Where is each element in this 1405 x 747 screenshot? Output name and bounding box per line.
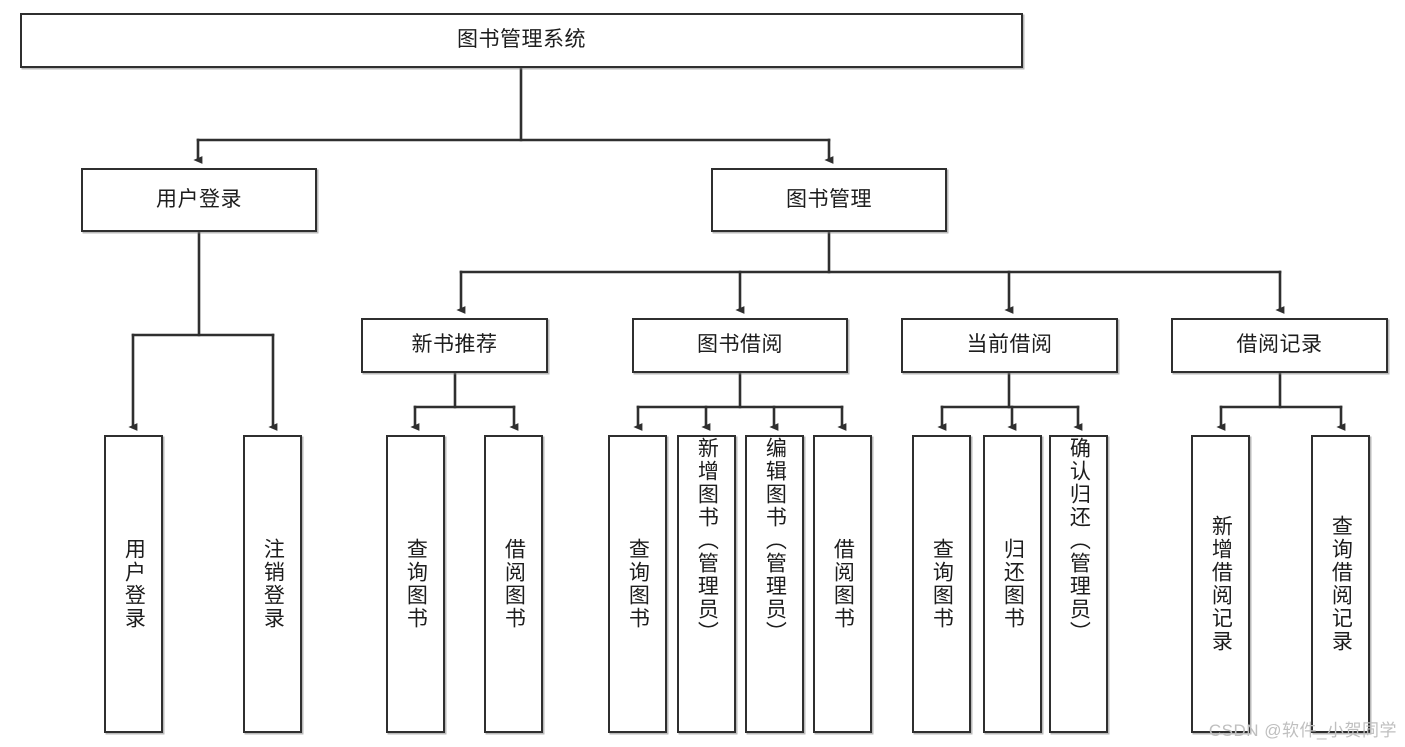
node-leaf-user-login[interactable]: 用户登录	[104, 435, 163, 733]
node-leaf-user-logout-label: 注销登录	[261, 538, 285, 630]
node-leaf-confirm-return-label: 确认归还（管理员）	[1067, 437, 1091, 644]
node-leaf-add-book[interactable]: 新增图书（管理员）	[677, 435, 736, 733]
node-leaf-borrow-book-rec[interactable]: 借阅图书	[484, 435, 543, 733]
node-leaf-add-book-label: 新增图书（管理员）	[695, 437, 719, 644]
node-leaf-query-book-rec[interactable]: 查询图书	[386, 435, 445, 733]
node-new-book-rec[interactable]: 新书推荐	[361, 318, 548, 373]
node-book-borrow[interactable]: 图书借阅	[632, 318, 848, 373]
node-user-login-label: 用户登录	[156, 187, 242, 211]
node-leaf-borrow-book[interactable]: 借阅图书	[813, 435, 872, 733]
node-user-login[interactable]: 用户登录	[81, 168, 317, 232]
node-leaf-query-book-cur[interactable]: 查询图书	[912, 435, 971, 733]
node-root-label: 图书管理系统	[457, 28, 586, 52]
node-book-manage[interactable]: 图书管理	[711, 168, 947, 232]
node-borrow-record-label: 借阅记录	[1236, 333, 1323, 357]
node-root[interactable]: 图书管理系统	[20, 13, 1023, 68]
node-leaf-add-record[interactable]: 新增借阅记录	[1191, 435, 1250, 733]
node-leaf-return-book-label: 归还图书	[1001, 538, 1025, 630]
node-leaf-query-book[interactable]: 查询图书	[608, 435, 667, 733]
node-leaf-confirm-return[interactable]: 确认归还（管理员）	[1049, 435, 1108, 733]
node-leaf-edit-book[interactable]: 编辑图书（管理员）	[745, 435, 804, 733]
node-leaf-return-book[interactable]: 归还图书	[983, 435, 1042, 733]
csdn-watermark: CSDN @软件_小贺同学	[1208, 721, 1397, 740]
node-leaf-query-record-label: 查询借阅记录	[1329, 515, 1353, 653]
node-borrow-record[interactable]: 借阅记录	[1171, 318, 1388, 373]
node-leaf-query-book-cur-label: 查询图书	[930, 538, 954, 630]
node-leaf-borrow-book-rec-label: 借阅图书	[502, 538, 526, 630]
node-new-book-rec-label: 新书推荐	[411, 333, 498, 357]
node-leaf-edit-book-label: 编辑图书（管理员）	[763, 437, 787, 644]
node-book-borrow-label: 图书借阅	[697, 333, 783, 357]
node-leaf-add-record-label: 新增借阅记录	[1209, 515, 1233, 653]
node-leaf-query-book-rec-label: 查询图书	[404, 538, 428, 630]
node-leaf-borrow-book-label: 借阅图书	[831, 538, 855, 630]
node-current-borrow-label: 当前借阅	[966, 333, 1053, 357]
node-current-borrow[interactable]: 当前借阅	[901, 318, 1118, 373]
node-book-manage-label: 图书管理	[786, 187, 872, 211]
node-leaf-user-logout[interactable]: 注销登录	[243, 435, 302, 733]
node-leaf-query-record[interactable]: 查询借阅记录	[1311, 435, 1370, 733]
node-leaf-user-login-label: 用户登录	[122, 538, 146, 630]
node-leaf-query-book-label: 查询图书	[626, 538, 650, 630]
